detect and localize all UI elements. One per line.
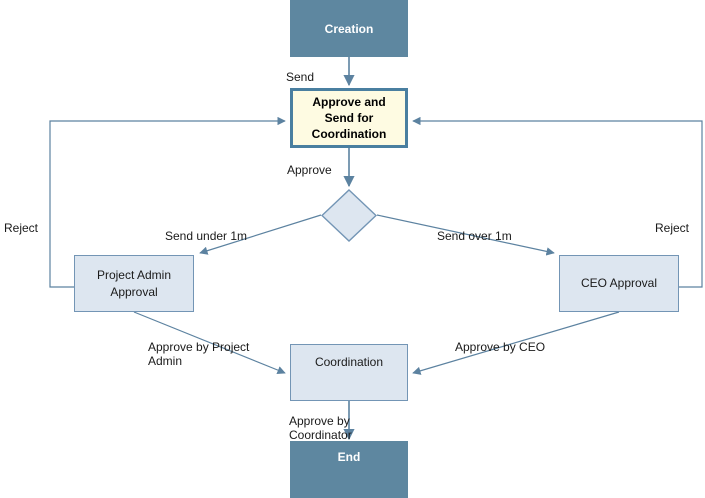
node-creation-label: Creation [324,21,374,36]
connector-project-admin-to-coordination [133,311,286,375]
connector-decision-to-project-admin [199,214,322,255]
node-approve-and-send-for-coordination[interactable]: Approve and Send for Coordination [290,88,408,148]
edge-label-send: Send [286,70,315,84]
connector-ceo-approval-to-coordination [412,311,620,375]
node-decision-diamond[interactable] [320,189,378,242]
node-end-label: End [337,450,361,464]
node-coordination-label: Coordination [314,355,384,369]
edge-label-approve-by-ceo: Approve by CEO [455,340,546,354]
edge-label-reject-left: Reject [4,221,39,235]
edge-label-send-over-1m: Send over 1m [437,229,512,243]
edge-label-approve-by-project-admin: Approve by Project Admin [148,340,250,368]
connector-decision-to-ceo-approval [376,214,555,256]
edge-label-approve: Approve [287,163,332,177]
node-approve-and-send-label: Approve and Send for Coordination [311,95,387,141]
connector-ceo-approval-reject [412,116,703,288]
node-ceo-approval[interactable]: CEO Approval [559,255,679,312]
node-creation[interactable]: Creation [290,0,408,57]
node-coordination[interactable]: Coordination [290,344,408,401]
diamond-icon [320,189,378,242]
node-ceo-approval-label: CEO Approval [580,276,658,290]
node-project-admin-approval[interactable]: Project Admin Approval [74,255,194,312]
node-end[interactable]: End [290,441,408,498]
node-project-admin-approval-label: Project Admin Approval [96,267,172,299]
connector-project-admin-reject [49,116,286,288]
edge-label-approve-by-coordinator: Approve by Coordinator [289,414,352,442]
edge-label-send-under-1m: Send under 1m [165,229,248,243]
edge-label-reject-right: Reject [655,221,690,235]
